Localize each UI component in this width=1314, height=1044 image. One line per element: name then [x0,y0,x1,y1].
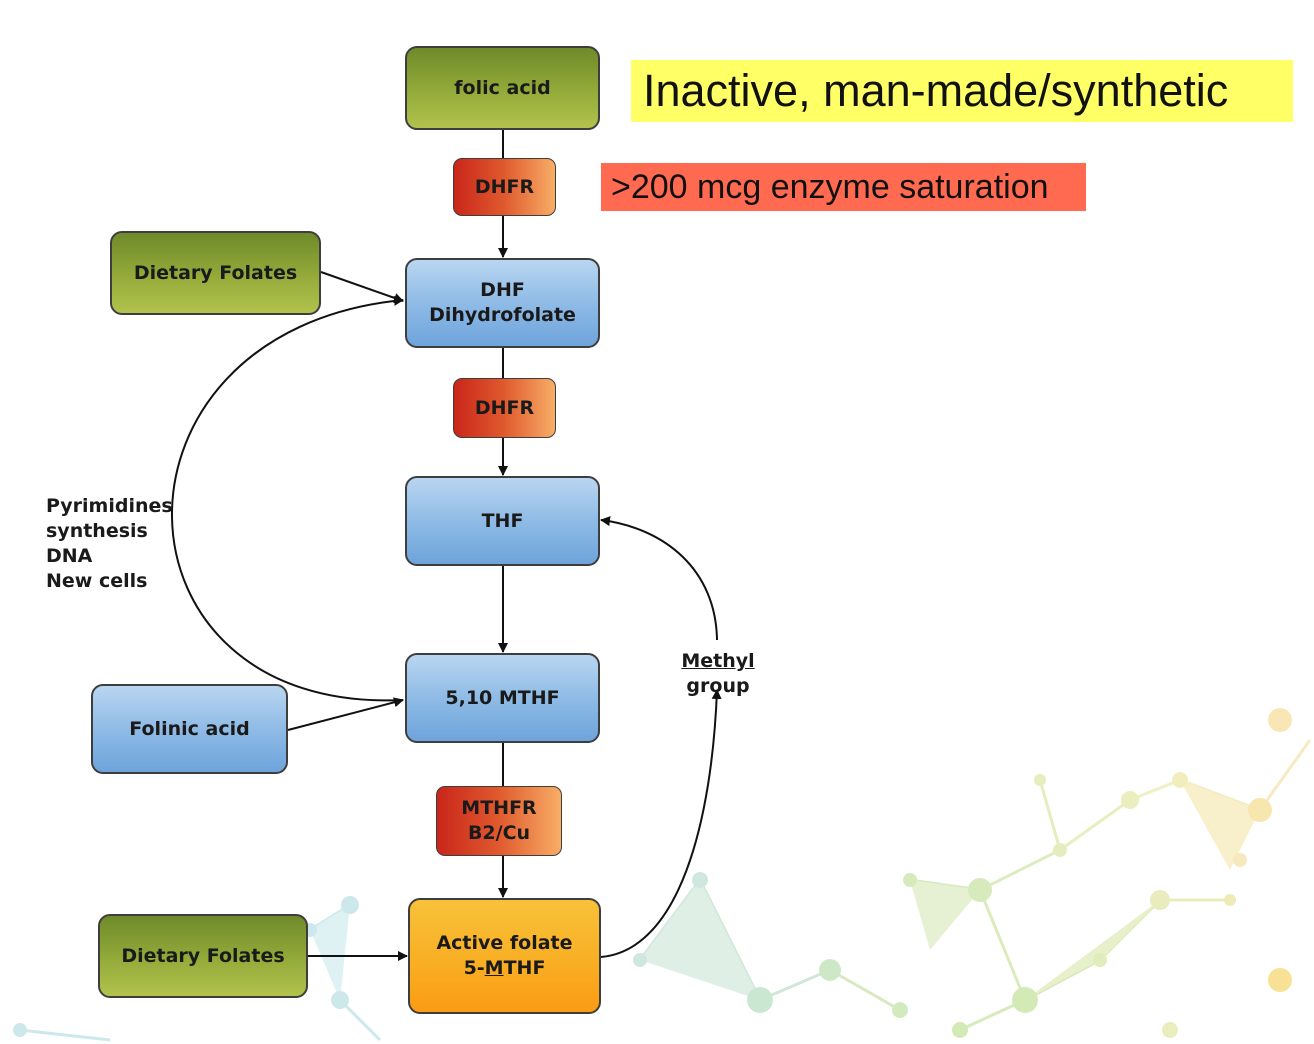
5-mthf-label: 5-MTHF [463,957,546,979]
group-label: group [686,675,750,697]
dhfr-label-2: DHFR [474,396,535,419]
thf-label: THF [481,509,524,532]
methyl-label: Methyl [681,650,755,672]
active-folate-node: Active folate 5-MTHF [408,898,601,1014]
synthesis-line: synthesis [46,520,148,542]
510-mthf-node: 5,10 MTHF [405,653,600,743]
dna-line: DNA [46,545,93,567]
active-folate-label: Active folate [436,932,573,954]
new-cells-line: New cells [46,570,148,592]
pyrimidines-line: Pyrimidines [46,495,173,517]
inactive-synthetic-banner: Inactive, man-made/synthetic [631,60,1293,122]
mthfr-enzyme: MTHFR B2/Cu [436,786,562,856]
dhf-node: DHF Dihydrofolate [405,258,600,348]
pyrimidines-annotation: Pyrimidines synthesis DNA New cells [46,494,173,594]
510-mthf-label: 5,10 MTHF [445,686,560,709]
folinic-acid-label: Folinic acid [129,717,250,740]
methyl-group-annotation: Methyl group [676,649,760,699]
folic-acid-label: folic acid [454,76,551,99]
dhfr-label-1: DHFR [474,175,535,198]
dhfr-enzyme-1: DHFR [453,158,556,216]
dhfr-enzyme-2: DHFR [453,378,556,438]
mthfr-label: MTHFR [461,797,537,819]
folinic-acid-node: Folinic acid [91,684,288,774]
folic-acid-node: folic acid [405,46,600,130]
dietary-folates-bottom-label: Dietary Folates [121,944,285,967]
dhf-label: DHF [480,279,525,301]
b2-cu-label: B2/Cu [467,822,531,844]
dietary-folates-top-label: Dietary Folates [133,261,298,284]
dihydrofolate-label: Dihydrofolate [429,304,576,326]
thf-node: THF [405,476,600,566]
dietary-folates-bottom-node: Dietary Folates [98,914,308,998]
dietary-folates-top-node: Dietary Folates [110,231,321,315]
enzyme-saturation-banner: >200 mcg enzyme saturation [601,163,1086,211]
